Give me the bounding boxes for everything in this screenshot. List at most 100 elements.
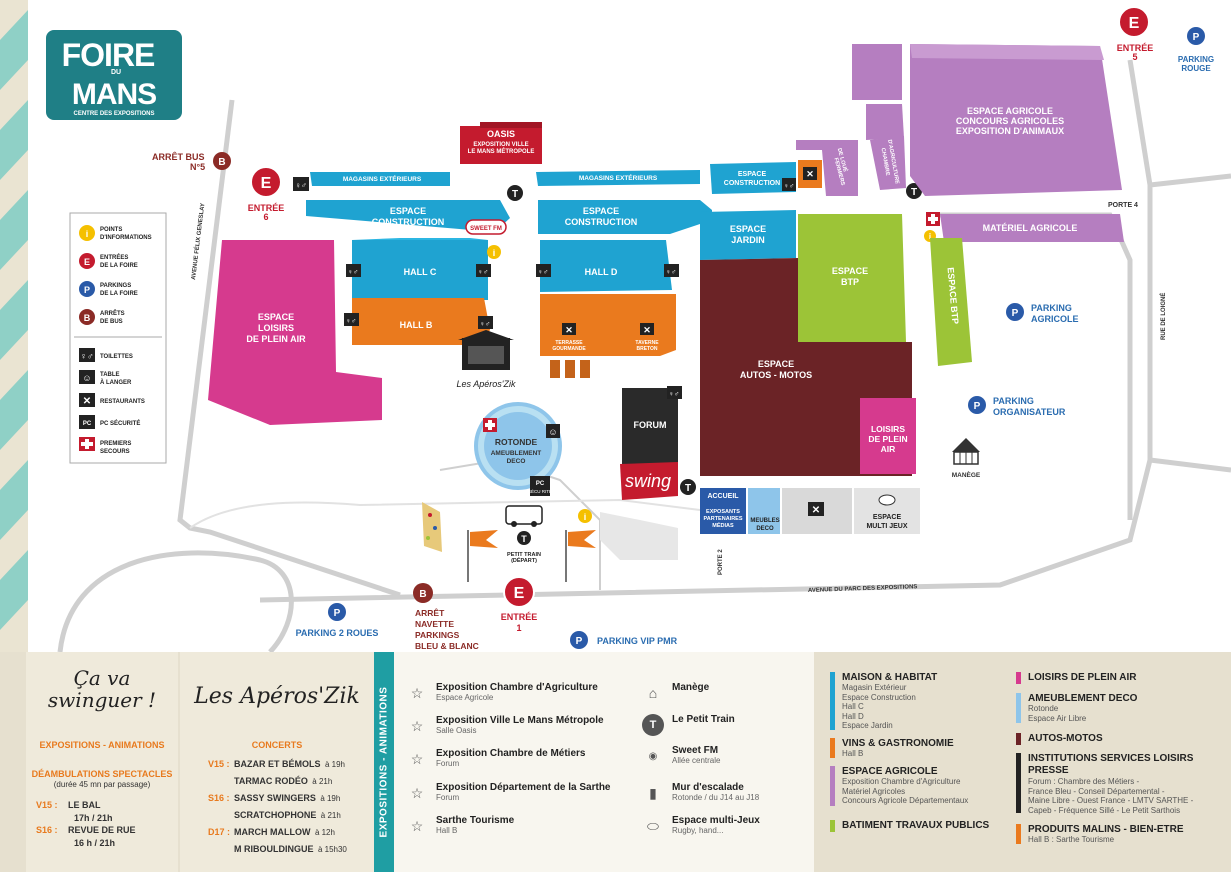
svg-text:SÉCU RITÉ: SÉCU RITÉ: [528, 488, 552, 494]
espace-construction-left[interactable]: ESPACE CONSTRUCTION: [306, 200, 510, 232]
forum[interactable]: FORUM: [622, 388, 678, 470]
svg-text:CONSTRUCTION: CONSTRUCTION: [372, 217, 445, 227]
svg-text:MANÈGE: MANÈGE: [952, 470, 981, 479]
parking-organisateur-label: PARKING: [993, 396, 1034, 406]
svg-text:MULTI JEUX: MULTI JEUX: [866, 523, 907, 530]
bus-stop-navette-marker[interactable]: [413, 583, 433, 603]
train-stop-icon[interactable]: [507, 185, 523, 201]
category-maison-habitat: MAISON & HABITAT Magasin Extérieur Espac…: [830, 672, 937, 731]
category-espace-agricole: ESPACE AGRICOLE Exposition Chambre d'Agr…: [830, 766, 968, 806]
espace-autos-motos[interactable]: ESPACE AUTOS - MOTOS: [700, 258, 912, 476]
svg-text:ARRÊTS: ARRÊTS: [100, 309, 125, 317]
espace-multi-jeux[interactable]: ESPACE MULTI JEUX: [854, 488, 920, 534]
parking-organisateur-marker[interactable]: [968, 396, 986, 414]
map-legend: i E P B ♀♂ ☺ ✕ PC POINTS: [69, 212, 167, 464]
parking-2-roues-marker[interactable]: [328, 603, 346, 621]
aperos-subtitle: CONCERTS: [251, 740, 303, 750]
aperos-zik-stage[interactable]: Les Apéros'Zik: [457, 330, 516, 389]
fermiers-de-loue[interactable]: FERMIERS DE LOUÉ: [796, 140, 858, 196]
sweet-fm-marker[interactable]: [465, 219, 507, 235]
svg-text:✕: ✕: [643, 325, 651, 335]
swing-title-1: Ça va: [73, 666, 131, 690]
svg-text:♀♂: ♀♂: [295, 181, 307, 190]
manege[interactable]: MANÈGE: [952, 438, 981, 479]
svg-text:RESTAURANTS: RESTAURANTS: [100, 399, 145, 405]
svg-text:B: B: [218, 157, 225, 168]
svg-text:PETIT TRAIN: PETIT TRAIN: [507, 552, 541, 558]
svg-text:swing: swing: [625, 471, 671, 491]
accueil[interactable]: ACCUEIL EXPOSANTS PARTENAIRES MÉDIAS: [700, 488, 746, 534]
road-label-loigne: RUE DE LOIGNÉ: [1159, 293, 1167, 340]
loisirs-plein-air-small[interactable]: LOISIRS DE PLEIN AIR: [860, 398, 916, 474]
hall-c[interactable]: HALL C: [352, 238, 488, 300]
svg-text:i: i: [584, 512, 587, 522]
agricole-block-mid: [866, 104, 904, 140]
svg-text:ESPACE: ESPACE: [390, 206, 426, 216]
espace-agricole[interactable]: ESPACE AGRICOLE CONCOURS AGRICOLES EXPOS…: [910, 44, 1122, 196]
svg-text:P: P: [334, 608, 341, 619]
parking-vip-marker[interactable]: [570, 631, 588, 649]
espace-construction-right[interactable]: ESPACE CONSTRUCTION: [538, 200, 712, 234]
svg-text:♀♂: ♀♂: [666, 269, 677, 276]
espace-jardin[interactable]: ESPACE JARDIN: [700, 210, 796, 260]
magasins-exterieurs-right[interactable]: MAGASINS EXTÉRIEURS: [536, 170, 700, 186]
swing-stage[interactable]: swing: [620, 462, 678, 500]
info-icon[interactable]: [578, 509, 592, 523]
espace-construction-small[interactable]: ESPACE CONSTRUCTION: [710, 162, 796, 194]
entree-6-marker[interactable]: [250, 166, 282, 198]
materiel-agricole[interactable]: MATÉRIEL AGRICOLE: [940, 214, 1124, 242]
meubles-deco[interactable]: MEUBLES DECO: [748, 488, 780, 534]
security-pc-marker[interactable]: [530, 476, 550, 496]
magasins-exterieurs-left[interactable]: MAGASINS EXTÉRIEURS: [310, 172, 450, 186]
svg-text:B: B: [84, 313, 91, 323]
concert-row: V15 :BAZAR ET BÉMOLS à 19h: [208, 759, 345, 769]
oasis-hall[interactable]: OASIS EXPOSITION VILLE LE MANS MÉTROPOLE: [460, 122, 542, 164]
entree-1-marker[interactable]: [503, 576, 535, 608]
svg-text:TAVERNE: TAVERNE: [635, 340, 659, 346]
toilets-icon: [476, 264, 491, 277]
hall-d[interactable]: HALL D: [540, 240, 672, 292]
svg-text:E: E: [84, 257, 90, 267]
espace-btp-vertical[interactable]: ESPACE BTP: [930, 238, 972, 366]
train-stop-icon[interactable]: [680, 479, 696, 495]
svg-text:DECO: DECO: [507, 458, 526, 465]
terrasse-gourmande[interactable]: ✕ ✕ TERRASSE GOURMANDE TAVERNE BRETON: [540, 294, 676, 378]
entree-5-marker[interactable]: [1118, 6, 1150, 38]
svg-text:ESPACE: ESPACE: [758, 359, 794, 369]
espace-loisirs-plein-air[interactable]: ESPACE LOISIRS DE PLEIN AIR: [208, 240, 382, 425]
svg-text:EXPOSANTS: EXPOSANTS: [706, 509, 740, 515]
road-label-porte2: PORTE 2: [718, 549, 724, 575]
train-stop-icon[interactable]: [906, 183, 922, 199]
svg-text:MANS: MANS: [72, 78, 156, 111]
star-icon: ☆: [410, 684, 424, 701]
espace-btp[interactable]: ESPACE BTP: [798, 214, 906, 342]
svg-text:TABLE: TABLE: [100, 372, 120, 378]
toilets-icon: [346, 264, 361, 277]
site-map-svg: AVENUE FÉLIX GENESLAY AVENUE DU PARC DES…: [0, 0, 1231, 652]
hall-b[interactable]: HALL B: [352, 298, 490, 345]
category-loisirs-plein-air: LOISIRS DE PLEIN AIR: [1016, 672, 1137, 684]
info-icon: [79, 225, 95, 241]
parking-rouge-marker[interactable]: [1187, 27, 1205, 45]
expositions-vertical-title: EXPOSITIONS - ANIMATIONS: [374, 652, 394, 872]
rotonde[interactable]: ROTONDE AMEUBLEMENT DECO: [474, 402, 562, 490]
svg-text:JARDIN: JARDIN: [731, 235, 765, 245]
baby-change-icon: [79, 370, 95, 384]
svg-text:T: T: [911, 187, 917, 198]
site-map: AVENUE FÉLIX GENESLAY AVENUE DU PARC DES…: [0, 0, 1231, 652]
parking-agricole-marker[interactable]: [1006, 303, 1024, 321]
chambre-agriculture[interactable]: CHAMBRE D'AGRICULTURE: [870, 136, 906, 190]
info-icon[interactable]: [487, 245, 501, 259]
climbing-wall[interactable]: [422, 502, 442, 552]
svg-text:ESPACE: ESPACE: [258, 312, 294, 322]
inner-path-2: [189, 498, 701, 529]
restaurant-area[interactable]: ✕: [782, 488, 852, 534]
bus-stop-n5-marker[interactable]: [213, 152, 231, 170]
petit-train[interactable]: T PETIT TRAIN (DÉPART): [505, 505, 543, 564]
toilets-icon: [536, 264, 551, 277]
svg-text:AMEUBLEMENT: AMEUBLEMENT: [491, 450, 542, 457]
svg-text:P: P: [1193, 32, 1200, 43]
